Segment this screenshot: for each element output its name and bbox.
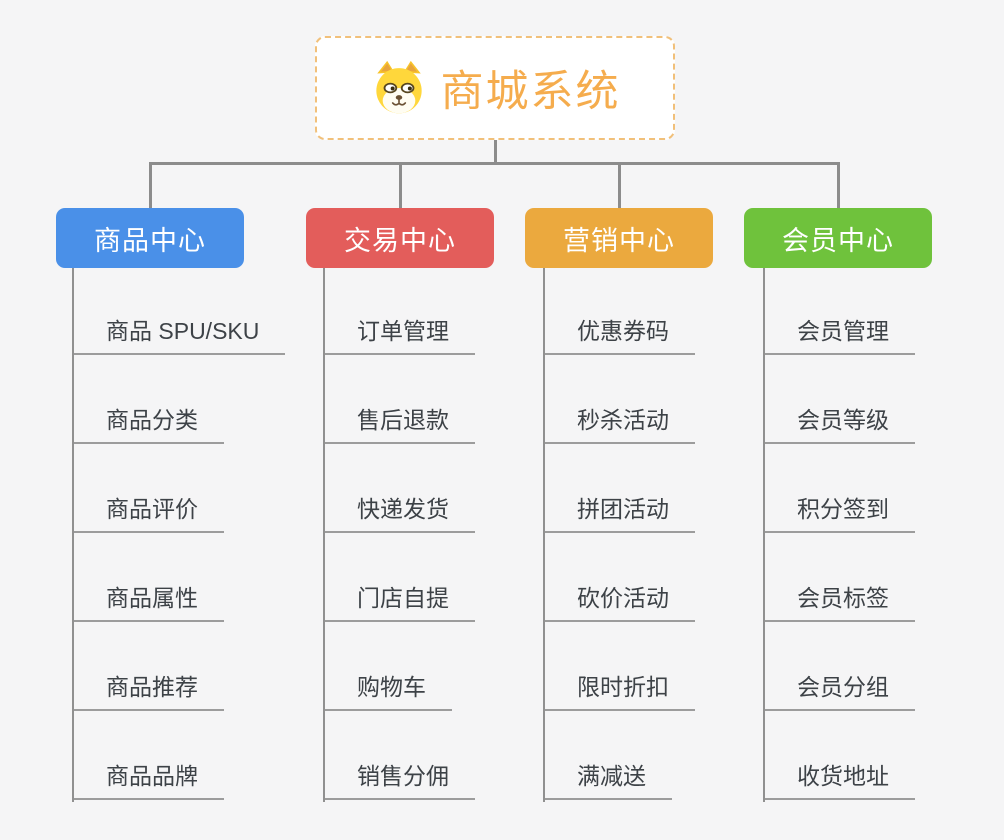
leaf-row: 积分签到	[763, 444, 1004, 533]
branch-node[interactable]: 营销中心	[525, 208, 713, 268]
leaf-row: 会员等级	[763, 355, 1004, 444]
leaf-topic[interactable]: 商品 SPU/SKU	[72, 312, 286, 355]
leaf-row: 商品评价	[72, 444, 334, 533]
leaf-row: 拼团活动	[543, 444, 805, 533]
leaf-topic[interactable]: 会员等级	[763, 401, 915, 444]
leaf-topic[interactable]: 商品属性	[72, 579, 224, 622]
leaf-topic[interactable]: 商品评价	[72, 490, 224, 533]
leaf-row: 优惠券码	[543, 266, 805, 355]
leaf-topic[interactable]: 收货地址	[763, 757, 915, 800]
leaf-topic[interactable]: 优惠券码	[543, 312, 695, 355]
connector-branch-drop	[837, 162, 840, 209]
leaf-topic[interactable]: 会员分组	[763, 668, 915, 711]
leaf-row: 快递发货	[323, 444, 585, 533]
leaf-row: 商品推荐	[72, 622, 334, 711]
leaf-row: 商品品牌	[72, 711, 334, 800]
leaf-row: 门店自提	[323, 533, 585, 622]
branch-children-column: 会员管理会员等级积分签到会员标签会员分组收货地址	[763, 266, 1004, 802]
leaf-topic[interactable]: 快递发货	[323, 490, 475, 533]
branch-children-column: 商品 SPU/SKU 商品分类商品评价商品属性商品推荐商品品牌	[72, 266, 334, 802]
leaf-row: 限时折扣	[543, 622, 805, 711]
leaf-topic[interactable]: 商品品牌	[72, 757, 224, 800]
branch-node[interactable]: 商品中心	[56, 208, 244, 268]
leaf-topic[interactable]: 商品分类	[72, 401, 224, 444]
leaf-row: 商品分类	[72, 355, 334, 444]
leaf-topic[interactable]: 砍价活动	[543, 579, 695, 622]
leaf-row: 购物车	[323, 622, 585, 711]
leaf-topic[interactable]: 门店自提	[323, 579, 475, 622]
leaf-topic[interactable]: 购物车	[323, 668, 452, 711]
connector-column-line	[763, 268, 765, 802]
leaf-topic[interactable]: 满减送	[543, 757, 672, 800]
leaf-row: 会员标签	[763, 533, 1004, 622]
branch-children-column: 订单管理售后退款快递发货门店自提购物车销售分佣	[323, 266, 585, 802]
leaf-topic[interactable]: 限时折扣	[543, 668, 695, 711]
leaf-topic[interactable]: 秒杀活动	[543, 401, 695, 444]
leaf-row: 会员管理	[763, 266, 1004, 355]
connector-column-line	[323, 268, 325, 802]
leaf-row: 收货地址	[763, 711, 1004, 800]
leaf-topic[interactable]: 销售分佣	[323, 757, 475, 800]
leaf-row: 订单管理	[323, 266, 585, 355]
connector-branch-drop	[618, 162, 621, 209]
leaf-row: 销售分佣	[323, 711, 585, 800]
leaf-row: 满减送	[543, 711, 805, 800]
branch-node[interactable]: 交易中心	[306, 208, 494, 268]
leaf-row: 砍价活动	[543, 533, 805, 622]
connector-horizontal-bar	[149, 162, 840, 165]
leaf-row: 秒杀活动	[543, 355, 805, 444]
leaf-row: 商品 SPU/SKU	[72, 266, 334, 355]
dog-face-icon	[370, 59, 428, 117]
leaf-topic[interactable]: 会员标签	[763, 579, 915, 622]
leaf-topic[interactable]: 会员管理	[763, 312, 915, 355]
branch-children-column: 优惠券码秒杀活动拼团活动砍价活动限时折扣满减送	[543, 266, 805, 802]
root-topic-label: 商城系统	[440, 68, 621, 116]
root-topic[interactable]: 商城系统	[315, 36, 675, 140]
leaf-row: 会员分组	[763, 622, 1004, 711]
connector-root-stub	[494, 140, 497, 164]
leaf-topic[interactable]: 订单管理	[323, 312, 475, 355]
leaf-topic[interactable]: 售后退款	[323, 401, 475, 444]
branch-node[interactable]: 会员中心	[744, 208, 932, 268]
leaf-row: 商品属性	[72, 533, 334, 622]
connector-column-line	[72, 268, 74, 802]
leaf-topic[interactable]: 积分签到	[763, 490, 915, 533]
connector-branch-drop	[399, 162, 402, 209]
connector-branch-drop	[149, 162, 152, 209]
leaf-topic[interactable]: 拼团活动	[543, 490, 695, 533]
leaf-topic[interactable]: 商品推荐	[72, 668, 224, 711]
leaf-row: 售后退款	[323, 355, 585, 444]
connector-column-line	[543, 268, 545, 802]
